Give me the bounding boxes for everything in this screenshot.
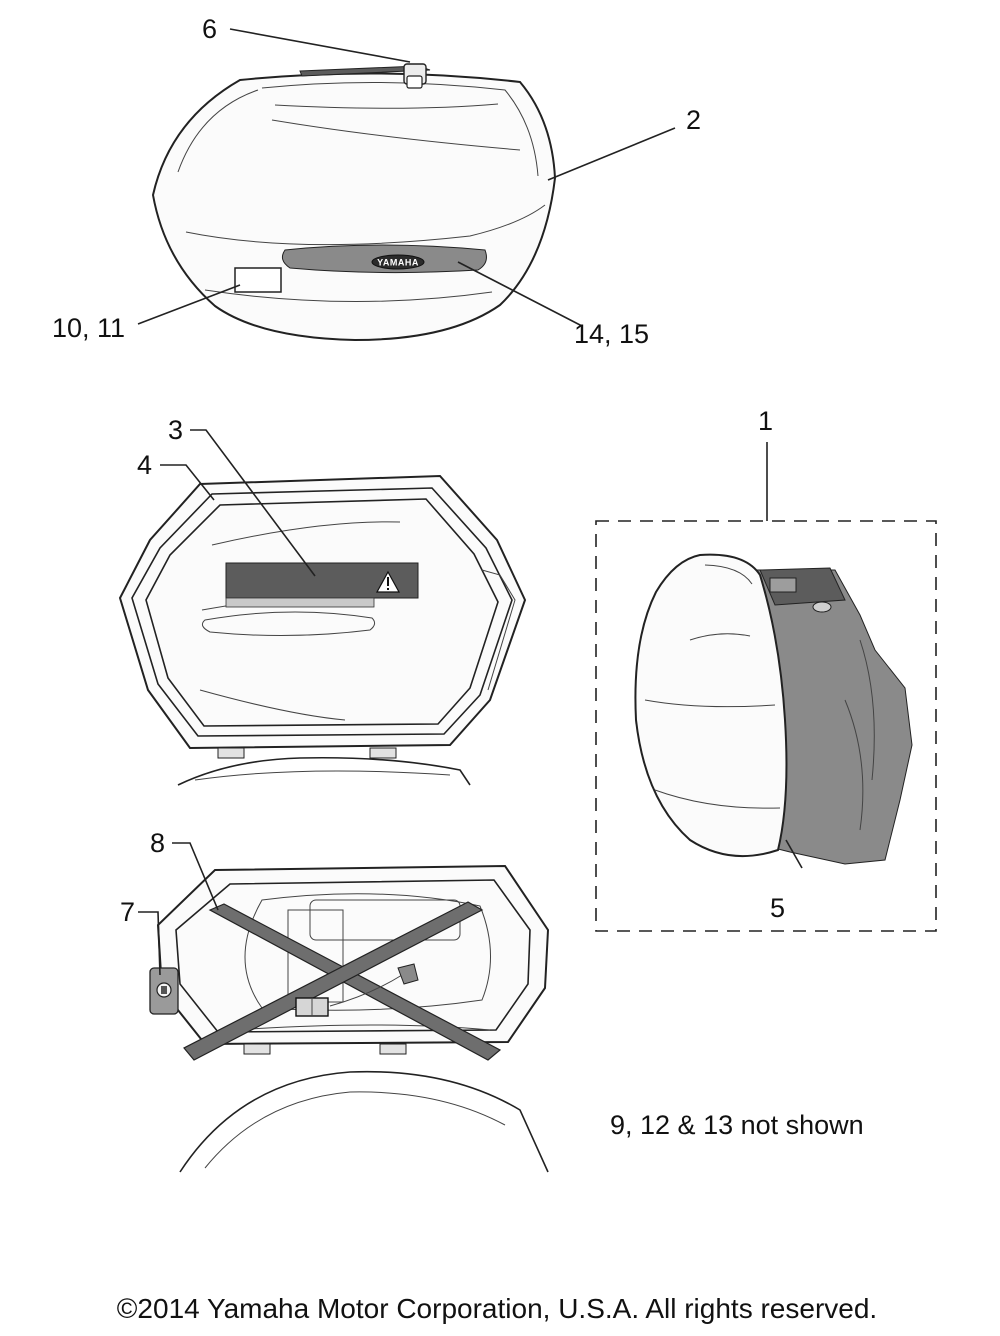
- lid-handle-recess: [201, 611, 376, 637]
- lid-interior: [118, 474, 527, 786]
- callout-3: 3: [168, 415, 183, 445]
- leader-2: [547, 127, 676, 181]
- callout-10-11: 10, 11: [52, 313, 125, 343]
- emblem-logo-text: YAMAHA: [377, 258, 419, 268]
- callout-1: 1: [758, 406, 773, 436]
- copyright-text: ©2014 Yamaha Motor Corporation, U.S.A. A…: [117, 1293, 877, 1324]
- callout-8: 8: [150, 828, 165, 858]
- callout-7: 7: [120, 897, 135, 927]
- callout-5: 5: [770, 893, 785, 923]
- case-shell: [634, 553, 788, 858]
- leader-4: [160, 464, 215, 501]
- luggage-strap-a: [208, 903, 502, 1061]
- callout-6: 6: [202, 14, 217, 44]
- callout-2: 2: [686, 105, 701, 135]
- leader-8: [172, 842, 219, 911]
- saddlebag-with-inner-bag: [634, 553, 913, 865]
- leader-6: [229, 28, 411, 63]
- yamaha-emblem: [371, 254, 425, 270]
- leader-14-15: [457, 261, 583, 327]
- label-plate: [234, 267, 282, 293]
- case-interior: [149, 864, 550, 1173]
- saddlebag-exterior: YAMAHA: [151, 63, 557, 342]
- not-shown-note: 9, 12 & 13 not shown: [610, 1110, 864, 1140]
- leader-3: [190, 429, 316, 577]
- leader-5: [785, 839, 803, 869]
- callout-14-15: 14, 15: [574, 319, 649, 349]
- callout-4: 4: [137, 450, 152, 480]
- luggage-strap-b: [183, 901, 484, 1061]
- leader-10-11: [137, 284, 241, 325]
- leader-7: [138, 911, 161, 976]
- lid-seal: [131, 487, 513, 737]
